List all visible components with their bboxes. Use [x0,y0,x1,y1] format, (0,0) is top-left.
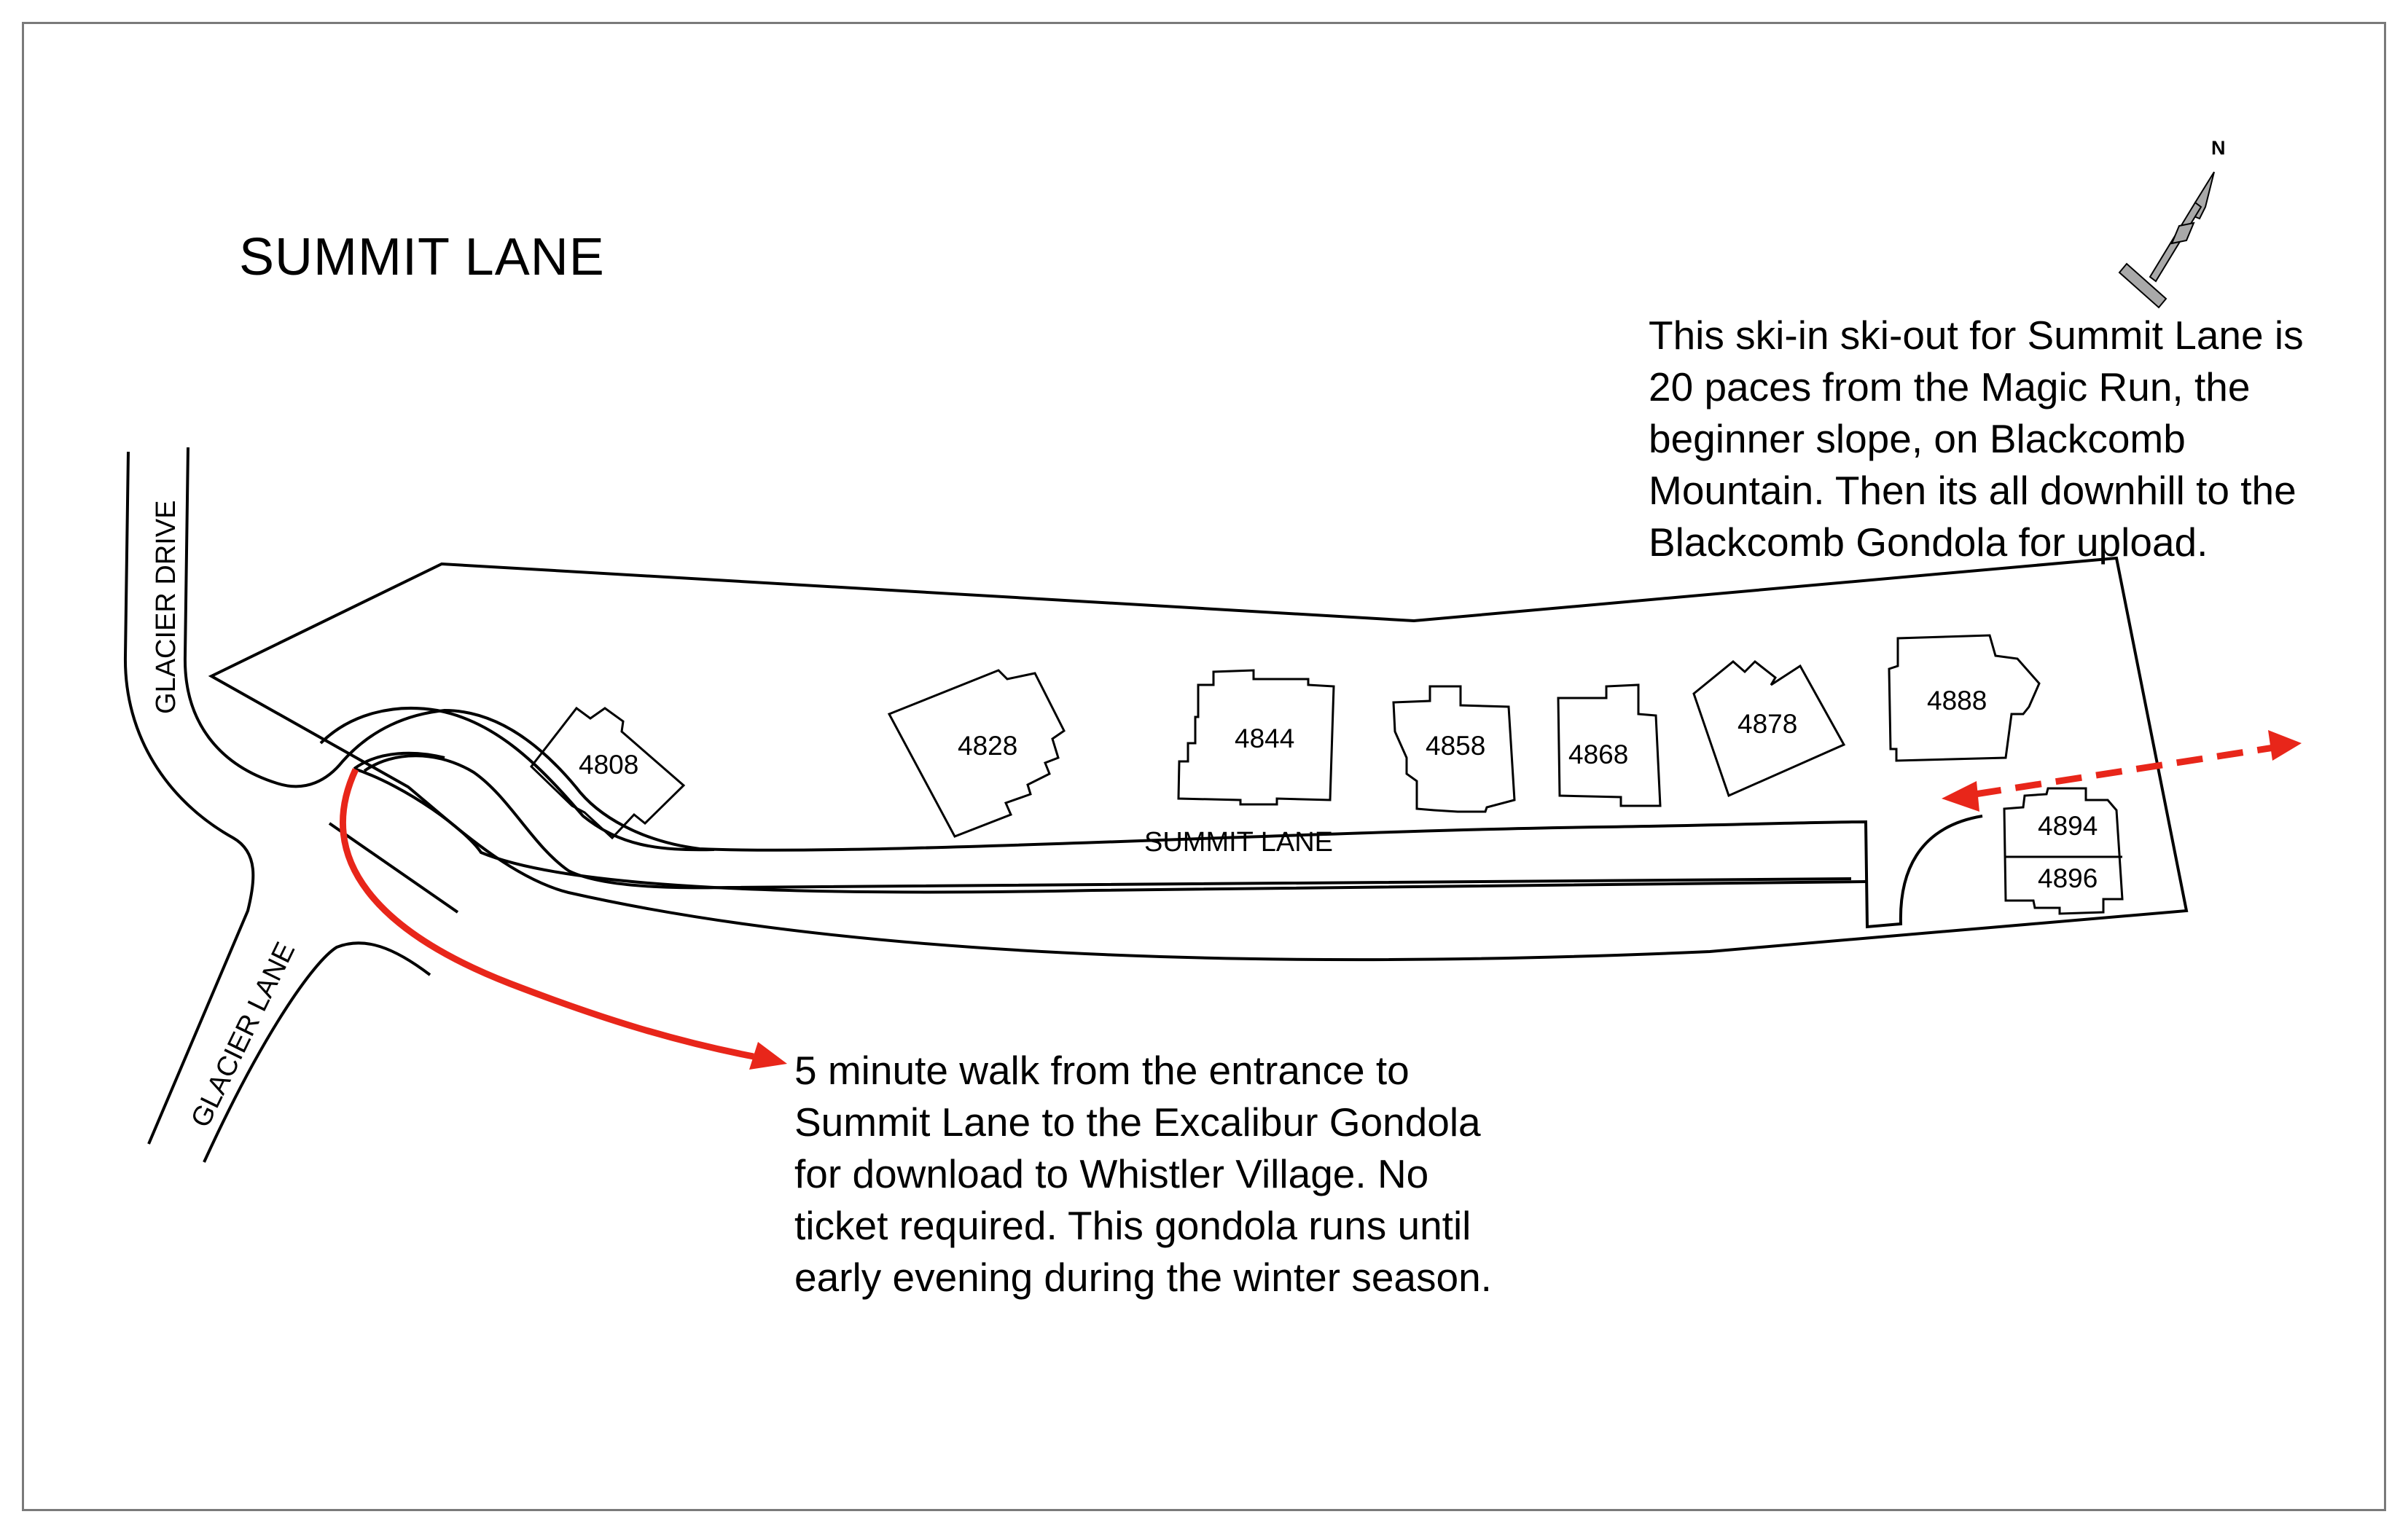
lot-label-4858: 4858 [1426,731,1485,761]
lot-4894-4896-footprint [2003,787,2124,915]
note-line: Blackcomb Gondola for upload. [1649,520,2208,565]
map-frame [22,22,2386,1511]
note-line: 5 minute walk from the entrance to [794,1048,1410,1093]
summit-lane-road [319,707,1852,890]
lot-label-4896: 4896 [2038,863,2098,893]
lot-4808-footprint [529,706,686,840]
ski-access-note: This ski-in ski-out for Summit Lane is 2… [1649,310,2304,568]
street-label-glacier-drive: GLACIER DRIVE [151,500,181,714]
walk-route-arrow-icon [340,768,787,1070]
lot-label-4808: 4808 [579,750,638,780]
lot-label-4894: 4894 [2038,811,2098,841]
note-line: Mountain. Then its all downhill to the [1649,468,2296,513]
lot-4858-footprint [1392,685,1516,813]
lot-label-4878: 4878 [1737,709,1797,739]
lot-label-4828: 4828 [958,731,1017,761]
street-label-summit-lane: SUMMIT LANE [1144,827,1333,858]
lot-4888-footprint [1888,634,2041,762]
note-line: beginner slope, on Blackcomb [1649,416,2186,461]
property-boundary [208,556,2189,962]
lot-labels: 4808 4828 4844 4858 4868 4878 4888 4894 … [579,686,2098,893]
lot-label-4888: 4888 [1927,686,1987,715]
note-line: ticket required. This gondola runs until [794,1203,1471,1248]
compass-label: N [2211,137,2226,159]
note-line: for download to Whistler Village. No [794,1151,1429,1196]
lot-label-4844: 4844 [1235,724,1294,753]
note-line: early evening during the winter season. [794,1255,1492,1300]
glacier-roads [123,447,1983,1163]
lot-label-4868: 4868 [1568,740,1628,769]
lot-4828-footprint [887,669,1066,838]
ski-access-double-arrow-icon [1942,730,2302,812]
note-line: This ski-in ski-out for Summit Lane is [1649,313,2304,358]
street-label-glacier-lane: GLACIER LANE [185,938,301,1132]
note-line: Summit Lane to the Excalibur Gondola [794,1099,1481,1145]
map-title: SUMMIT LANE [239,228,605,286]
note-line: 20 paces from the Magic Run, the [1649,364,2251,409]
lot-4878-footprint [1692,659,1846,798]
lot-4844-footprint [1177,669,1335,806]
compass-north-arrow-icon: N [2118,137,2226,309]
gondola-walk-note: 5 minute walk from the entrance to Summi… [794,1045,1492,1303]
lot-4868-footprint [1557,683,1662,807]
building-footprints [529,634,2124,915]
